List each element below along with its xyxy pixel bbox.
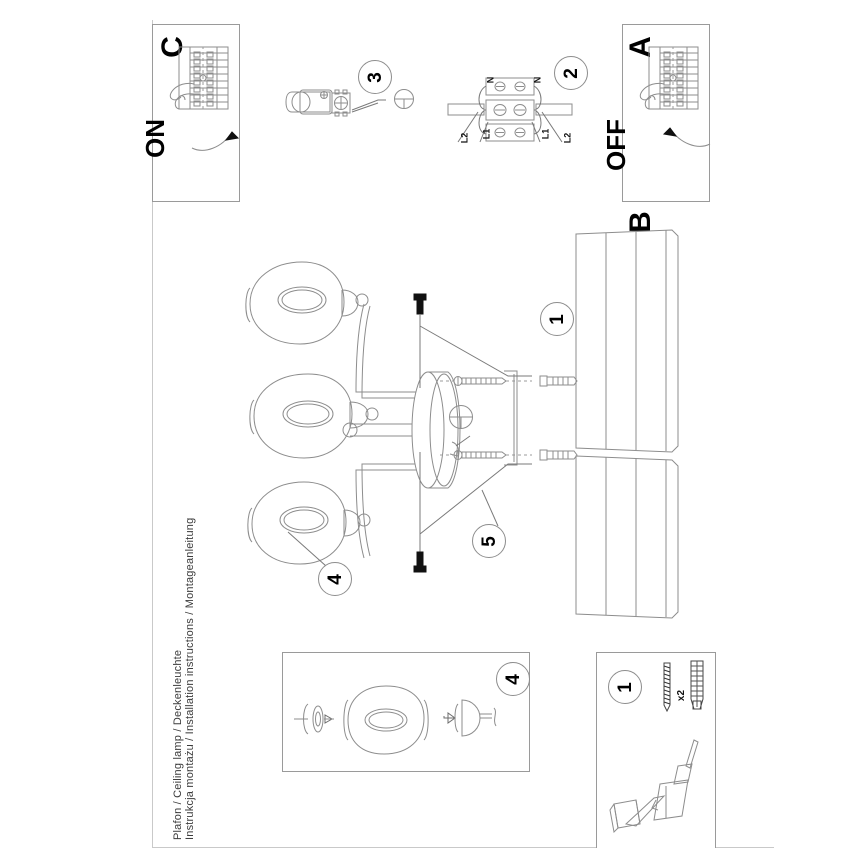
callout-5-leader	[419, 458, 544, 540]
canopy-bolt-bottom	[412, 452, 428, 576]
panel-a	[622, 24, 710, 202]
ceiling-plank-icon	[574, 228, 686, 620]
callout-step-2: 2	[554, 56, 588, 90]
mounting-screw-lower	[440, 448, 580, 462]
terminal-block-icon	[447, 62, 573, 162]
screwdriver-lead-line-3	[351, 98, 396, 114]
arrow-down-off-icon-a	[658, 108, 714, 154]
power-drill-icon	[608, 738, 706, 834]
circuit-breaker-hand-icon-c	[168, 40, 238, 116]
terminal-label-left-n: N	[485, 76, 496, 84]
panel-c-state-label: ON	[140, 119, 170, 158]
hand-icon-c	[160, 78, 196, 114]
callout-step-4-panel: 4	[496, 662, 530, 696]
callout-4-leader	[287, 531, 332, 572]
callout-step-1-panel: 1	[608, 670, 642, 704]
mounting-screw-upper	[440, 374, 580, 388]
glass-shade-icon-1	[236, 258, 369, 350]
circuit-breaker-hand-icon-a	[638, 40, 708, 116]
callout-step-1-main: 1	[540, 302, 574, 336]
callout-step-3: 3	[358, 60, 392, 94]
terminal-label-left-l1: L1	[481, 128, 492, 140]
panel-a-state-label: OFF	[601, 119, 631, 171]
title-line-1: Instrukcja montażu / Installation instru…	[184, 517, 196, 840]
hand-icon-a	[630, 78, 666, 114]
mounting-bracket-icon	[285, 76, 364, 128]
callout-step-4-main: 4	[318, 562, 352, 596]
terminal-label-left-l2: L2	[459, 132, 470, 144]
arrow-up-on-icon-c	[188, 112, 244, 158]
gasket-icon	[294, 696, 334, 740]
terminal-label-right-n: N	[532, 76, 543, 84]
panel-step-4	[282, 652, 530, 772]
callout-1-leader	[419, 320, 544, 380]
glass-shade-icon-2	[240, 368, 379, 464]
panel-c	[152, 24, 240, 202]
terminal-label-right-l2: L2	[562, 132, 573, 144]
title-line-2: Plafon / Ceiling lamp / Deckenleuchte	[172, 649, 184, 840]
screwdriver-icon-3	[393, 88, 415, 110]
wall-plug-icon	[688, 659, 706, 713]
screw-icon	[661, 661, 673, 713]
quantity-label-x2: x2	[676, 689, 688, 702]
bulb-icon	[438, 694, 500, 742]
glass-shade-icon-step4	[338, 682, 434, 758]
screwdriver-icon-main	[448, 404, 474, 430]
page-frame	[152, 20, 774, 848]
glass-shade-icon-3	[238, 476, 371, 570]
ceiling-bracket-outline	[504, 370, 520, 466]
terminal-label-right-l1: L1	[540, 128, 551, 140]
callout-step-5: 5	[472, 524, 506, 558]
